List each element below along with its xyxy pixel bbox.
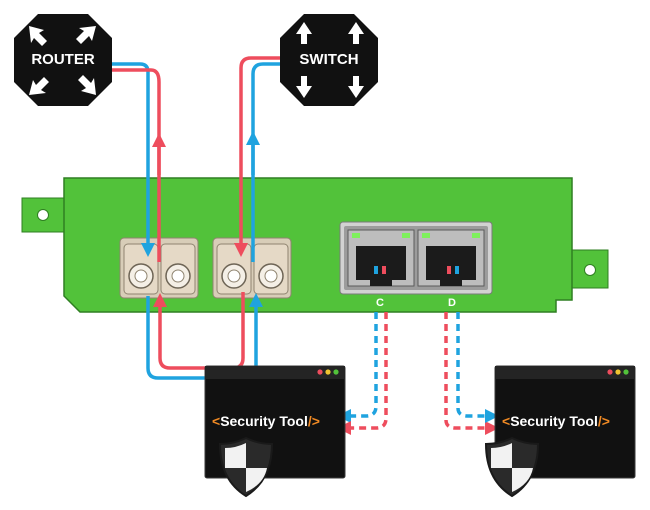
switch-device: SWITCH xyxy=(280,14,378,106)
switch-link xyxy=(234,56,280,262)
mount-hole-right xyxy=(584,264,596,276)
shield-icon xyxy=(484,436,540,498)
window-dot-red xyxy=(317,369,323,375)
tool-2-title: <Security Tool/> xyxy=(502,413,610,429)
monitor-d-blue-line xyxy=(456,312,499,423)
security-tool-1: <Security Tool/> xyxy=(204,365,346,498)
monitor-c-link xyxy=(337,312,388,435)
rj45-port-c[interactable] xyxy=(347,229,415,287)
shield-icon xyxy=(218,436,274,498)
switch-arrows-icon xyxy=(296,22,364,98)
port-d-led-left xyxy=(422,233,430,238)
monitor-d-link xyxy=(444,312,499,435)
port-d-led-right xyxy=(472,233,480,238)
monitor-c-blue-line xyxy=(337,312,378,423)
window-dot-yellow xyxy=(615,369,621,375)
tool-1-title: <Security Tool/> xyxy=(212,413,320,429)
port-d-label: D xyxy=(448,297,456,309)
port-c-led-right xyxy=(402,233,410,238)
router-arrows-icon xyxy=(29,26,96,95)
router-device: ROUTER xyxy=(14,14,112,106)
monitor-d-red-line xyxy=(444,312,499,435)
router-rx-line xyxy=(112,62,155,257)
port-c-led-left xyxy=(352,233,360,238)
lc-port-d[interactable] xyxy=(253,243,289,295)
lc-port-a[interactable] xyxy=(123,243,159,295)
loop-red-line xyxy=(153,292,245,370)
port-c-label: C xyxy=(376,297,384,309)
rj45-port-d[interactable] xyxy=(417,229,485,287)
switch-label: SWITCH xyxy=(299,51,358,68)
window-dot-green xyxy=(333,369,339,375)
window-dot-red xyxy=(607,369,613,375)
window-dot-yellow xyxy=(325,369,331,375)
router-link xyxy=(112,62,166,262)
switch-rx-line xyxy=(251,62,280,262)
security-tool-2: <Security Tool/> xyxy=(484,365,636,498)
router-label: ROUTER xyxy=(31,51,95,68)
lc-port-b[interactable] xyxy=(160,243,196,295)
mount-hole-left xyxy=(37,209,49,221)
lc-port-c[interactable] xyxy=(216,243,252,295)
router-tx-line xyxy=(112,68,161,262)
monitor-c-red-line xyxy=(337,312,388,435)
window-dot-green xyxy=(623,369,629,375)
switch-tx-line xyxy=(234,56,280,257)
tap-board: C D xyxy=(21,177,609,313)
rj45-monitor-ports xyxy=(339,221,493,295)
